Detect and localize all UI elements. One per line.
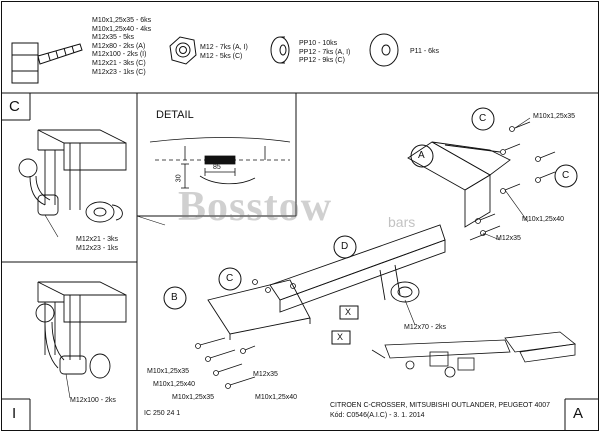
x-marker-1: X	[345, 307, 352, 317]
label-right-top: M10x1,25x35	[533, 113, 576, 120]
x-box-1	[339, 305, 359, 320]
label-right-m12: M12x35	[496, 235, 521, 242]
plate-washer-spec: P11 - 6ks	[410, 48, 440, 55]
bolt-spec: M12x80 - 2ks (A)	[92, 42, 146, 50]
bolt-icon	[11, 42, 83, 84]
callout-b: B	[171, 292, 178, 303]
tow-ball-c-drawing	[18, 129, 127, 223]
label-right-mid: M10x1,25x40	[522, 216, 565, 223]
label-m12x70: M12x70 - 2ks	[404, 324, 447, 331]
detail-marker-block	[204, 155, 236, 165]
callout-c2: C	[562, 170, 570, 181]
detail-dim-85: 85	[213, 164, 221, 171]
callout-b-circle	[163, 286, 187, 310]
nut-list: M12 - 7ks (A, I) M12 - 5ks (C)	[200, 44, 248, 61]
panel-c-letter: C	[9, 98, 20, 115]
callout-c1-circle	[471, 107, 495, 131]
plate-washer-icon	[369, 33, 399, 67]
callout-c3-circle	[218, 267, 242, 291]
x-marker-2: X	[337, 332, 344, 342]
panel-c-labels: M12x21 - 3ks M12x23 - 1ks	[76, 236, 118, 253]
callout-a-circle	[410, 144, 434, 168]
watermark-suffix: bars	[388, 214, 416, 230]
x-box-2	[331, 330, 351, 345]
label-left-2: M10x1,25x40	[153, 381, 196, 388]
callout-c3: C	[226, 273, 234, 284]
bolt-spec: M10x1,25x35 - 6ks	[92, 17, 152, 24]
callout-c2-circle	[554, 164, 578, 188]
washer-spec: PP12 - 7ks (A, I)	[299, 48, 351, 56]
detail-drawing	[149, 137, 291, 189]
bolt-spec: M12x23 - 1ks (C)	[92, 68, 146, 76]
washer-list: PP10 - 10ks PP12 - 7ks (A, I) PP12 - 9ks…	[299, 40, 350, 66]
bolt-spec: M12x100 - 2ks (I)	[92, 51, 147, 59]
drawing-code: IC 250 24 1	[144, 410, 181, 417]
tow-ball-i-drawing	[35, 281, 127, 379]
bolt-spec: M10x1,25x40 - 4ks	[92, 25, 152, 33]
label-left-1: M10x1,25x35	[147, 368, 190, 375]
detail-dim-30: 30	[175, 174, 183, 183]
nut-spec: M12 - 7ks (A, I)	[200, 44, 248, 51]
label-left-4: M10x1,25x40	[255, 394, 298, 401]
washer-spec: PP12 - 9ks (C)	[299, 57, 345, 65]
callout-c1: C	[479, 113, 487, 124]
watermark-logo: Bosstow	[178, 184, 333, 230]
callout-a: A	[418, 150, 425, 161]
panel-i-letter: I	[12, 405, 17, 422]
panel-c-label: M12x23 - 1ks	[76, 244, 119, 252]
kod-reference: Kód: C0546(A.I.C) - 3. 1. 2014	[330, 412, 425, 419]
bolt-spec: M12x35 - 5ks	[92, 34, 135, 42]
nut-icon	[169, 36, 197, 65]
washer-icon	[270, 36, 290, 64]
main-bar-assembly	[207, 141, 511, 340]
label-left-3: M10x1,25x35	[172, 394, 215, 401]
callout-d: D	[341, 241, 349, 252]
label-left-m12: M12x35	[253, 371, 278, 378]
callout-d-circle	[333, 235, 357, 259]
bolt-spec: M12x21 - 3ks (C)	[92, 59, 146, 67]
detail-title: DETAIL	[156, 109, 194, 121]
panel-i-label: M12x100 - 2ks	[70, 397, 116, 404]
panel-c-label: M12x21 - 3ks	[76, 236, 119, 243]
right-fixing-bolts	[469, 121, 556, 241]
vehicle-variant-sketch	[371, 331, 576, 378]
washer-spec: PP10 - 10ks	[299, 40, 338, 47]
bolt-list: M10x1,25x35 - 6ks M10x1,25x40 - 4ks M12x…	[92, 17, 151, 77]
leader-lines	[44, 117, 531, 399]
left-fixing-bolts	[195, 279, 296, 389]
corner-letter: A	[573, 405, 584, 422]
nut-spec: M12 - 5ks (C)	[200, 52, 243, 60]
vehicle-models: CITROEN C-CROSSER, MITSUBISHI OUTLANDER,…	[330, 402, 551, 409]
